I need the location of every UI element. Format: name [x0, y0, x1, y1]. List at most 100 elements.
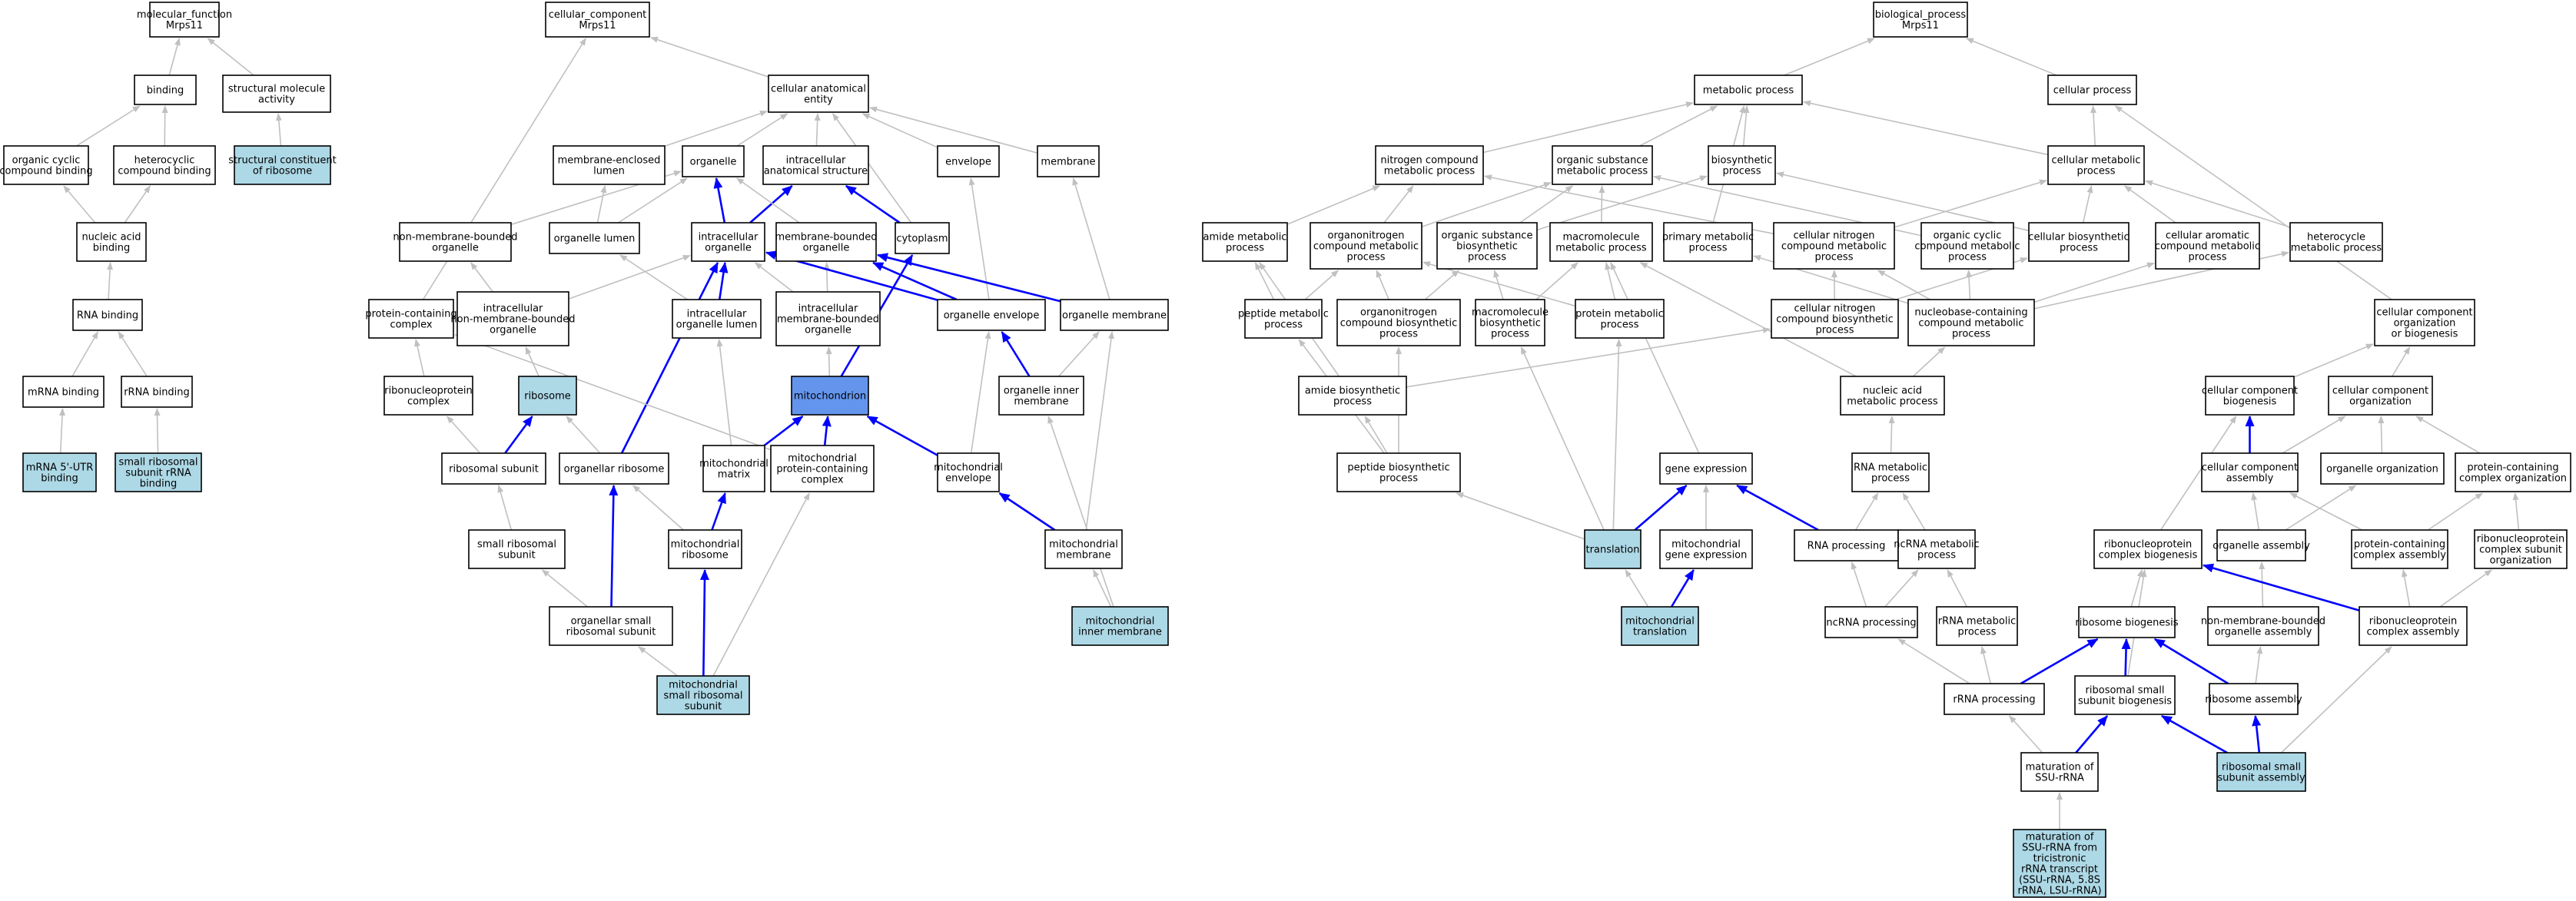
node-ribosome[interactable]: ribosome [518, 376, 577, 416]
node-binding[interactable]: binding [134, 75, 197, 105]
node-orgrib[interactable]: organellar ribosome [559, 452, 669, 485]
node-riboassembly[interactable]: ribosome assembly [2205, 683, 2302, 715]
node-membrane[interactable]: membrane [1037, 145, 1100, 177]
node-orgenv[interactable]: organelle envelope [937, 299, 1046, 331]
node-rnabind[interactable]: RNA binding [72, 299, 143, 331]
node-cytoplasm[interactable]: cytoplasm [895, 222, 950, 254]
node-ncrnaproc[interactable]: ncRNA processing [1824, 606, 1918, 638]
node-organelle[interactable]: organelle [682, 145, 745, 177]
node-rrnabind[interactable]: rRNA binding [121, 376, 193, 408]
node-orgassembly[interactable]: organelle assembly [2213, 529, 2310, 561]
node-ribobiogen[interactable]: ribosome biogenesis [2075, 606, 2179, 638]
node-inmbo[interactable]: intracellularnon-membrane-boundedorganel… [450, 291, 576, 346]
node-orglumen[interactable]: organelle lumen [549, 222, 640, 254]
node-metproc[interactable]: metabolic process [1694, 75, 1803, 105]
node-rnaproc[interactable]: RNA processing [1794, 529, 1899, 561]
node-cellproc[interactable]: cellular process [2047, 75, 2137, 105]
node-mito[interactable]: mitochondrion [791, 376, 869, 416]
edge-orgassembly-to-ccassembly [2251, 492, 2260, 531]
node-mrnabind[interactable]: mRNA binding [22, 376, 105, 408]
node-ribsub[interactable]: ribosomal subunit [441, 452, 546, 485]
node-rrnaproc[interactable]: rRNA processing [1944, 683, 2045, 715]
node-translation[interactable]: translation [1584, 529, 1642, 569]
node-envelope[interactable]: envelope [937, 145, 1000, 177]
node-orgorg[interactable]: organelle organization [2320, 452, 2445, 485]
node-orgmem[interactable]: organelle membrane [1060, 299, 1169, 331]
node-geneexp[interactable]: gene expression [1659, 452, 1753, 485]
